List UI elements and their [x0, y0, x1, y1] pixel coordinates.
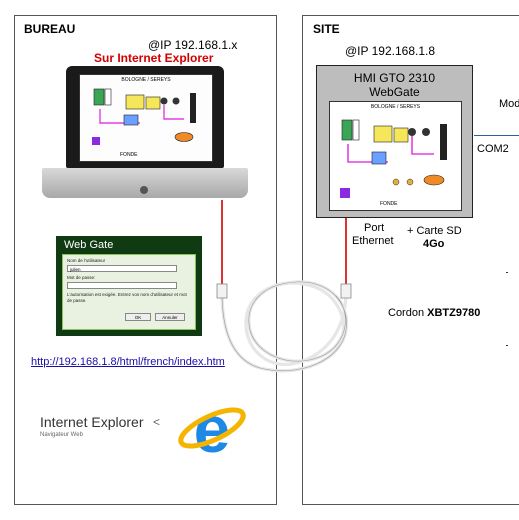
mod-label: Mod: [499, 98, 519, 110]
site-ip-label: @IP 192.168.1.8: [345, 44, 436, 58]
ie-subtitle: Navigateur Web: [40, 432, 83, 438]
ok-button[interactable]: OK: [125, 313, 151, 321]
ie-name: Internet Explorer: [40, 414, 144, 430]
laptop-process-schematic: [92, 88, 196, 145]
sd-card-size: 4Go: [423, 238, 445, 250]
hmi-process-schematic: [340, 119, 447, 198]
password-label: Mot de passe:: [67, 275, 96, 280]
auth-hint: L'autorisation est exigée. Entrez vos no…: [67, 292, 187, 303]
port-label-2: Ethernet: [352, 235, 394, 247]
hmi-subtitle: WebGate: [369, 85, 420, 99]
bureau-ip-label: @IP 192.168.1.x: [148, 38, 238, 52]
webgate-url-link[interactable]: http://192.168.1.8/html/french/index.htm: [31, 356, 225, 368]
laptop-screen-title: BOLOGNE / SEREYS: [121, 77, 171, 83]
ie-share-icon: <: [153, 415, 161, 429]
cable-prefix: Cordon: [388, 307, 428, 319]
login-header: Web Gate: [64, 239, 114, 251]
hmi-screen: BOLOGNE / SEREYS FONDE: [329, 101, 462, 211]
bureau-title: BUREAU: [24, 22, 76, 36]
com2-label: COM2: [477, 143, 509, 155]
com2-line: [474, 135, 519, 136]
cable-label: Cordon XBTZ9780: [388, 307, 480, 319]
login-body: Nom de l'utilisateur julien Mot de passe…: [62, 254, 196, 330]
svg-text:e: e: [194, 392, 231, 464]
laptop-brand-icon: [140, 186, 148, 194]
password-field[interactable]: [67, 282, 177, 289]
site-title: SITE: [313, 22, 340, 36]
hmi-model: HMI GTO 2310: [353, 71, 436, 85]
user-label: Nom de l'utilisateur: [67, 258, 106, 263]
cable-reference: XBTZ9780: [427, 307, 481, 319]
hmi-screen-title: BOLOGNE / SEREYS: [370, 104, 421, 110]
sd-card-label: + Carte SD: [407, 225, 462, 237]
small-dash-2: [506, 345, 508, 346]
hmi-screen-footer: FONDE: [380, 201, 398, 207]
login-dialog: Web Gate Nom de l'utilisateur julien Mot…: [56, 236, 202, 336]
user-field[interactable]: julien: [67, 265, 177, 272]
small-dash-1: [506, 272, 508, 273]
laptop-screen-footer: FONDE: [120, 152, 138, 158]
internet-explorer-icon: e: [178, 392, 246, 464]
cancel-button[interactable]: Annuler: [155, 313, 185, 321]
hmi-device: HMI GTO 2310 WebGate BOLOGNE / SEREYS FO…: [316, 65, 473, 218]
laptop-screen: BOLOGNE / SEREYS FONDE: [79, 74, 213, 162]
port-label-1: Port: [364, 222, 385, 234]
browser-note: Sur Internet Explorer: [94, 51, 214, 65]
